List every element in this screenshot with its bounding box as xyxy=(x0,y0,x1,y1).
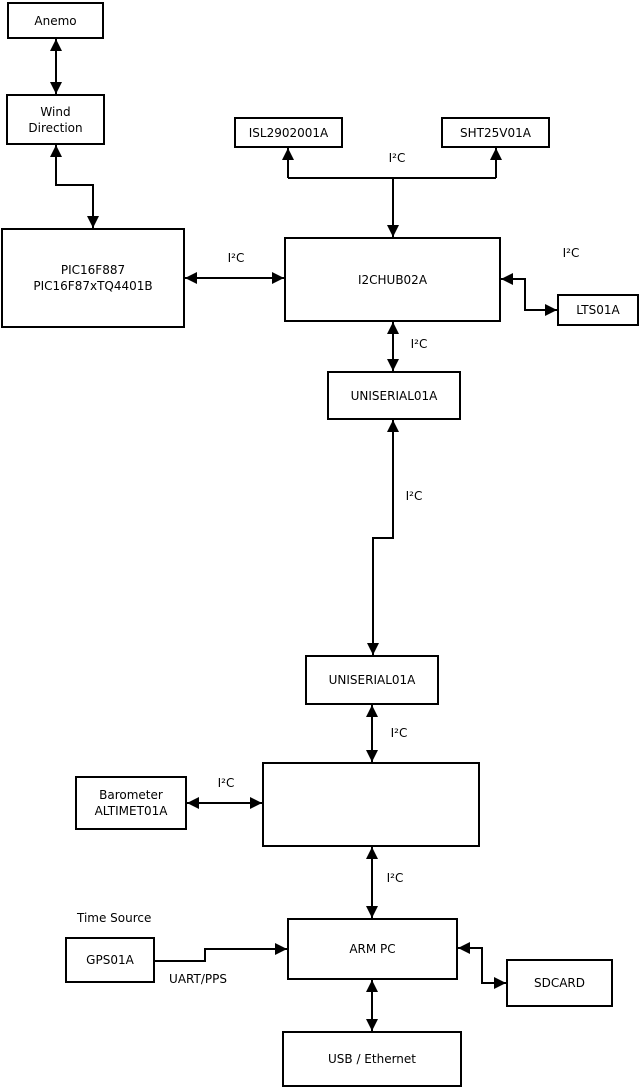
node-pic16f887-line2: PIC16F87xTQ4401B xyxy=(33,279,153,293)
node-barometer-line1: Barometer xyxy=(99,788,163,802)
edge-label-time-source: Time Source xyxy=(77,911,152,925)
node-uniserial01a-2-label: UNISERIAL01A xyxy=(328,673,416,687)
connector-uniserial1-uniserial2 xyxy=(367,420,399,655)
node-sht25v01a-label: SHT25V01A xyxy=(460,125,531,140)
edge-label-i2c-top-branch: I²C xyxy=(388,151,406,165)
node-sht25v01a: SHT25V01A xyxy=(441,117,550,148)
node-i2chub02a-2 xyxy=(262,762,480,847)
node-uniserial01a-1-label: UNISERIAL01A xyxy=(350,388,438,403)
node-barometer-altimet01a: Barometer ALTIMET01A xyxy=(75,776,187,830)
node-i2chub02a-1: I2CHUB02A xyxy=(284,237,501,322)
edge-label-i2c-barometer-hub2: I²C xyxy=(217,776,235,790)
node-uniserial01a-2: UNISERIAL01A xyxy=(305,655,439,705)
node-gps01a: GPS01A xyxy=(65,937,155,983)
node-i2chub02a-1-label: I2CHUB02A xyxy=(357,272,428,287)
node-lts01a: LTS01A xyxy=(557,294,639,326)
node-isl2902001a-label: ISL2902001A xyxy=(248,125,329,140)
node-arm-pc: ARM PC xyxy=(287,918,458,980)
node-pic16f887: PIC16F887 PIC16F87xTQ4401B xyxy=(1,228,185,328)
connector-gps-armpc xyxy=(155,943,287,962)
connector-armpc-sdcard xyxy=(458,942,506,989)
connector-wind-pic xyxy=(50,145,99,228)
node-barometer-line2: ALTIMET01A xyxy=(94,804,168,818)
node-uniserial01a-1: UNISERIAL01A xyxy=(327,371,461,420)
connector-hub1-lts xyxy=(501,273,557,316)
node-isl2902001a: ISL2902001A xyxy=(234,117,343,148)
node-usb-ethernet-label: USB / Ethernet xyxy=(328,1052,416,1066)
node-anemo: Anemo xyxy=(7,2,104,39)
node-wind-direction: Wind Direction xyxy=(6,94,105,145)
node-pic16f887-line1: PIC16F887 xyxy=(60,263,126,277)
node-arm-pc-label: ARM PC xyxy=(349,942,396,956)
node-usb-ethernet: USB / Ethernet xyxy=(282,1031,462,1087)
node-gps01a-label: GPS01A xyxy=(86,953,134,967)
edge-label-i2c-hub1-lts: I²C xyxy=(562,246,580,260)
node-lts01a-label: LTS01A xyxy=(576,303,620,317)
node-sdcard: SDCARD xyxy=(506,959,613,1007)
node-wind-direction-line1: Wind xyxy=(40,104,71,119)
node-anemo-label: Anemo xyxy=(34,13,77,28)
edge-label-i2c-hub2-armpc: I²C xyxy=(386,871,404,885)
edge-label-i2c-pic-hub1: I²C xyxy=(227,251,245,265)
edge-label-uart-pps: UART/PPS xyxy=(169,972,227,986)
edge-label-i2c-uniserial-link: I²C xyxy=(405,489,423,503)
edge-label-i2c-hub1-uniserial1: I²C xyxy=(410,337,428,351)
edge-label-i2c-uniserial2-hub2: I²C xyxy=(390,726,408,740)
node-wind-direction-line2: Direction xyxy=(28,120,83,135)
node-sdcard-label: SDCARD xyxy=(533,976,586,990)
